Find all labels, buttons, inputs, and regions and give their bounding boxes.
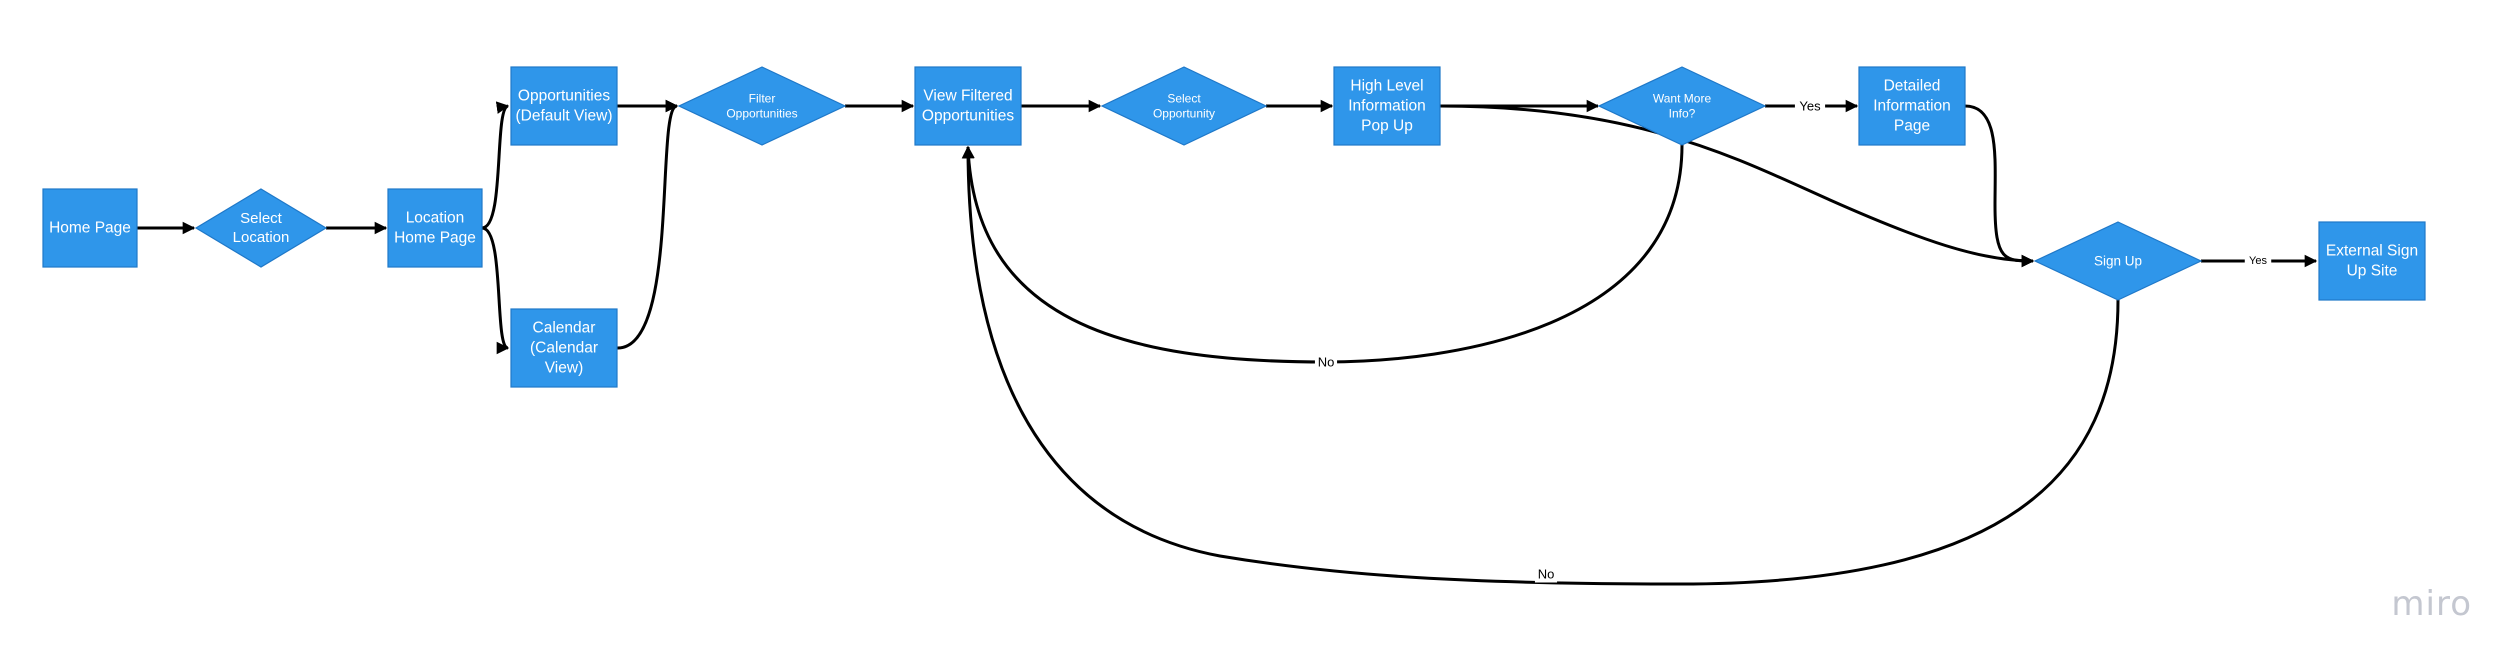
decision-diamond-shape [2033,221,2203,301]
node-label-line: Opportunities [726,107,797,121]
process-box-shape [2318,221,2426,301]
node-label-line: Opportunity [1153,107,1215,121]
node-sign-up[interactable]: Sign Up [2033,221,2203,301]
node-label-line: Information [1873,98,1951,115]
edge-label-want-more-info-yes: Yes [1794,97,1826,115]
edge-detailed-to-sign-up [1964,104,2035,268]
node-label-line: (Calendar [530,340,598,357]
edge-calendar-to-filter [616,99,679,350]
node-label-line: Filter [749,91,776,105]
node-label-line: Home Page [49,220,131,237]
node-label-line: (Default View) [515,107,612,124]
process-box-shape [42,188,138,268]
process-box-shape [1333,66,1441,146]
edge-want-more-info-no [962,144,1684,364]
node-label-line: Opportunities [518,88,610,105]
node-label-line: Info? [1669,107,1696,121]
process-box-shape [510,66,618,146]
node-label-line: View) [545,359,583,376]
process-box-shape [510,308,618,388]
edge-label-text: Yes [2249,255,2267,267]
edge-label-sign-up-yes: Yes [2244,253,2272,269]
edge-popup-to-sign-up [1439,104,2035,268]
node-label-line: View Filtered [923,88,1012,105]
node-label-line: High Level [1350,78,1423,95]
node-label-line: Want More [1653,91,1712,105]
decision-diamond-shape [194,188,328,268]
node-label-line: Select [240,210,283,227]
node-label-line: Detailed [1884,78,1941,95]
node-label-line: Pop Up [1361,117,1413,134]
node-home-page[interactable]: Home Page [42,188,138,268]
edge-label-sign-up-no: No [1534,565,1558,583]
node-label-line: Calendar [533,320,596,337]
process-box-shape [914,66,1022,146]
process-box-shape [1858,66,1966,146]
node-label-line: Location [233,229,290,246]
node-external-signup[interactable]: External Sign Up Site [2318,221,2426,301]
node-label-line: External Sign [2326,243,2418,260]
node-label-line: Select [1167,91,1201,105]
miro-watermark: miro [2391,584,2472,624]
node-label-line: Home Page [394,229,476,246]
edge-label-text: Yes [1799,99,1821,114]
node-opportunities-default[interactable]: Opportunities (Default View) [510,66,618,146]
node-label-line: Location [406,210,465,227]
edge-label-text: No [1318,355,1335,370]
node-label-line: Sign Up [2094,254,2142,269]
node-label-line: Up Site [2347,262,2398,279]
decision-diamond-shape [677,66,847,146]
node-label-line: Opportunities [922,107,1014,124]
node-label-line: Page [1894,117,1930,134]
decision-diamond-shape [1100,66,1268,146]
edge-label-text: No [1538,567,1555,582]
edge-label-want-more-info-no: No [1314,353,1338,371]
decision-diamond-shape [1597,66,1767,146]
edge-sign-up-no [961,145,2120,586]
edges-layer [137,99,2318,586]
node-label-line: Information [1348,98,1426,115]
process-box-shape [387,188,483,268]
edge-location-home-to-opportunities [481,101,510,230]
edge-location-home-to-calendar [481,226,510,355]
